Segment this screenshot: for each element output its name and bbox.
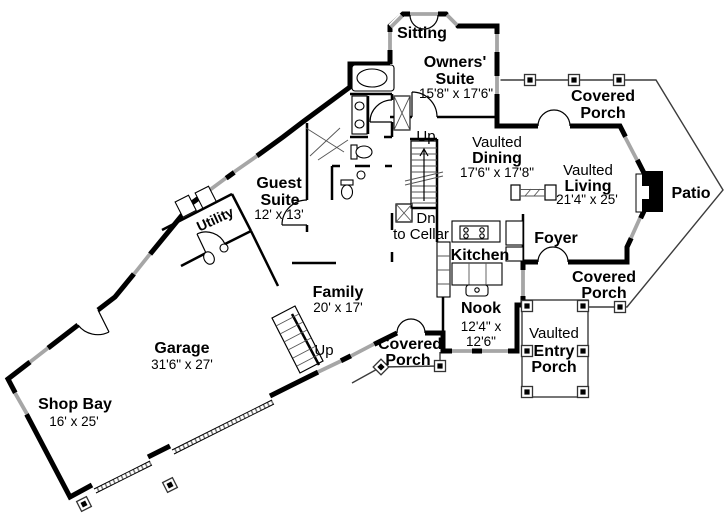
kitchen-island [451,262,503,286]
label-family-dims: 20' x 17' [313,300,362,315]
label-sitting: Sitting [397,25,447,42]
label-stairs-cellar: to Cellar [393,226,449,243]
tub-basin-icon [356,68,388,88]
toilet-icon [355,145,373,159]
dryer-icon [194,185,217,209]
owners-suite-door [411,91,438,118]
label-guest-suite-dims: 12' x 13' [254,207,303,222]
label-family: Family [313,284,364,301]
sink-icon [356,170,366,180]
label-garage-dims: 31'6" x 27' [151,357,213,372]
label-stairs-dn: Dn [416,210,435,227]
label-covered-porch-bottom-2: Porch [385,352,430,369]
label-nook-dims2: 12'6" [466,334,496,349]
label-nook-dims1: 12'4" x [461,319,502,334]
toilet-icon [340,184,354,200]
windows [11,10,644,416]
label-guest-suite-1: Guest [256,175,302,192]
door-arcs [77,14,571,336]
sink-icon [354,101,365,111]
label-covered-porch-bottom-1: Covered [378,336,442,353]
toilet-icon [203,251,215,265]
label-utility: Utility [194,203,236,234]
label-nook: Nook [461,300,501,317]
guest-suite-door [281,199,308,226]
label-living-dims: 21'4" x 25' [556,192,618,207]
dining-french-doors [537,109,571,127]
kitchen-cabinets [436,241,451,298]
label-covered-porch-right-1: Covered [572,269,636,286]
label-entry-porch-tag: Vaulted [529,325,579,342]
patio-fireplace [635,171,663,213]
label-dining-tag: Vaulted [472,134,522,151]
label-patio: Patio [671,185,710,202]
utility-door [196,231,226,254]
label-garage: Garage [154,340,209,357]
label-covered-porch-top-2: Porch [580,105,625,122]
bath-door [369,99,393,123]
sink-icon [354,119,365,129]
garage-service-door [77,309,110,336]
label-kitchen: Kitchen [451,247,510,264]
fixtures [174,64,524,298]
label-owners-suite-2: Suite [435,71,474,88]
label-foyer: Foyer [534,230,578,247]
sink-icon [219,243,229,253]
pantry-icon [505,246,524,262]
label-living-tag: Vaulted [563,162,613,179]
foyer-entry-doors [537,246,569,263]
label-entry-porch-2: Porch [531,359,576,376]
closet-hatch [305,127,349,161]
fridge-icon [505,220,524,246]
sitting-bay-window-arcs [409,14,439,30]
label-shop-bay: Shop Bay [38,396,112,413]
dining-media-wall [510,184,557,201]
stairs-main [395,140,444,223]
stairs-family [271,305,324,374]
toilet-tank-icon [340,179,354,186]
label-dining-dims: 17'6" x 17'8" [460,165,534,180]
label-guest-suite-2: Suite [260,192,299,209]
washer-icon [174,194,197,218]
label-living: Living [564,178,611,195]
label-family-stairs-up: Up [314,342,333,359]
exterior-walls [4,11,647,501]
label-owners-suite-dims: 15'8" x 17'6" [419,86,493,101]
label-covered-porch-right-2: Porch [581,285,626,302]
label-owners-suite-1: Owners' [424,54,487,71]
family-french-doors [396,318,426,334]
label-entry-porch-1: Entry [534,343,575,360]
garage-doors [93,399,275,494]
label-covered-porch-top-1: Covered [571,88,635,105]
label-shop-bay-dims: 16' x 25' [49,414,98,429]
label-dining: Dining [472,150,522,167]
room-labels: Sitting Owners' Suite 15'8" x 17'6" Cove… [38,25,711,429]
label-stairs-up: Up [416,128,435,145]
